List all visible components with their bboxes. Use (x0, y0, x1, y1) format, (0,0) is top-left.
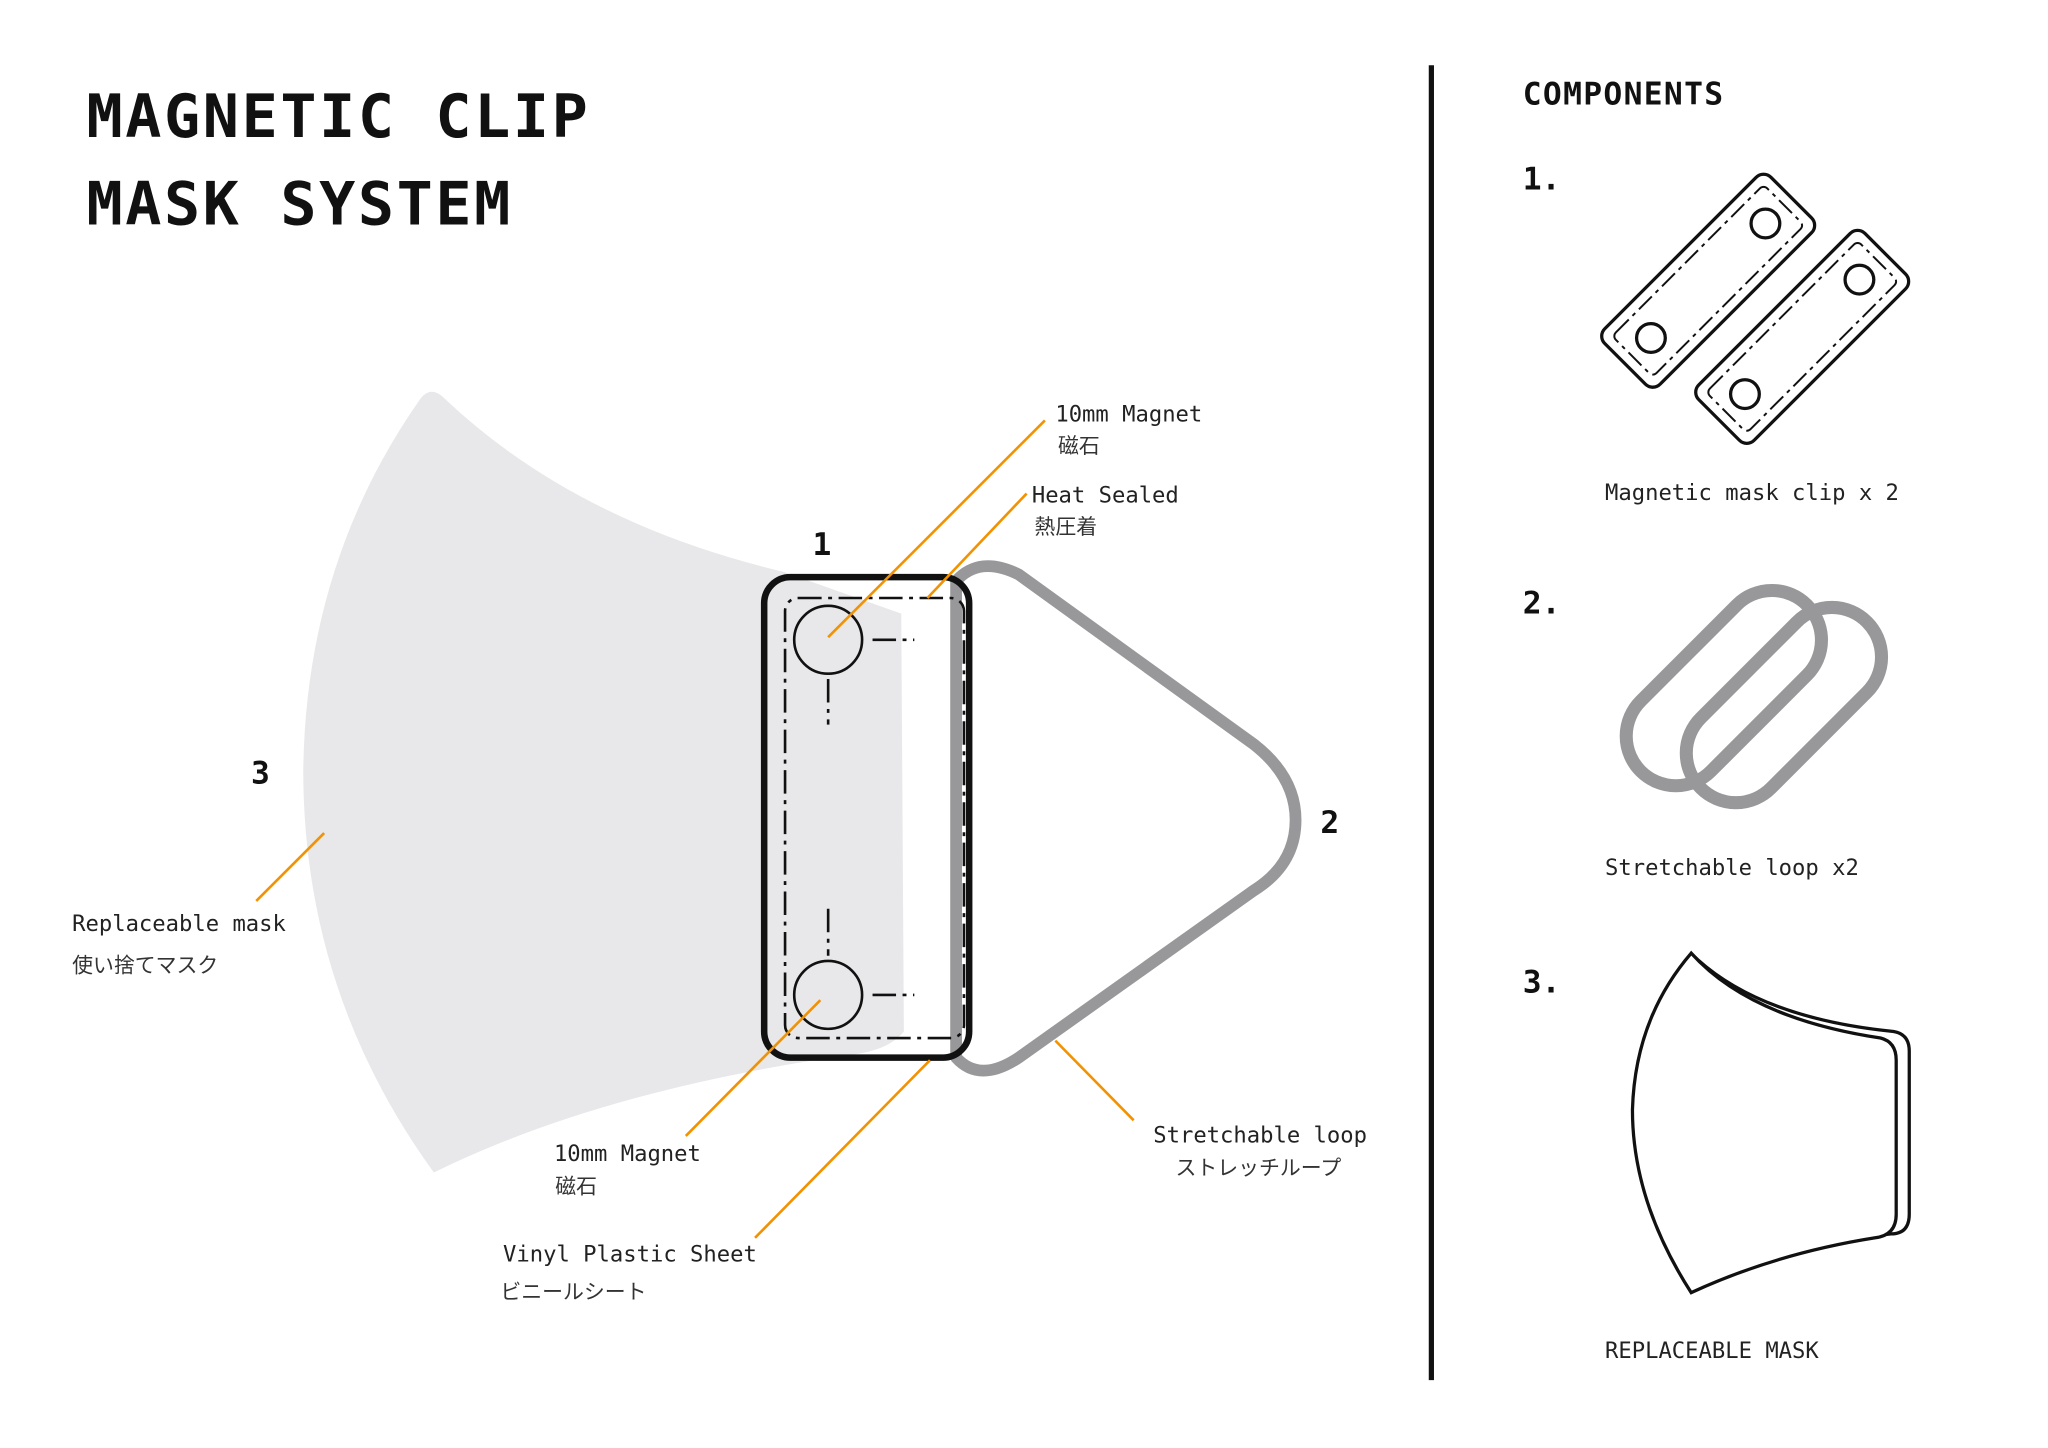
mask-icon (1630, 950, 1911, 1295)
leader-lines (255, 419, 1135, 1239)
heat-seal-line (783, 596, 966, 1040)
magnet-top (792, 604, 864, 676)
magnet-centerlines (826, 638, 915, 997)
stretchable-loop (950, 560, 1302, 1077)
label-mask: Replaceable mask (72, 911, 286, 937)
magnet-bottom (792, 959, 864, 1031)
label-magnet-bottom-jp: 磁石 (555, 1174, 597, 1198)
label-loop-jp: ストレッチループ (1175, 1156, 1341, 1180)
clip-icon (1600, 172, 1911, 445)
marker-3: 3 (251, 755, 270, 791)
mask-shape (303, 391, 904, 1173)
label-loop: Stretchable loop (1153, 1122, 1367, 1148)
clip-body (760, 573, 973, 1061)
label-vinyl: Vinyl Plastic Sheet (503, 1241, 757, 1267)
title-line-2: MASK SYSTEM (87, 170, 513, 240)
component-2-num: 2. (1523, 586, 1561, 622)
component-3-label: REPLACEABLE MASK (1605, 1338, 1819, 1364)
label-heat-sealed-jp: 熱圧着 (1034, 515, 1097, 539)
label-vinyl-jp: ビニールシート (500, 1280, 646, 1304)
component-1-label: Magnetic mask clip x 2 (1605, 480, 1899, 506)
component-2-label: Stretchable loop x2 (1605, 855, 1859, 881)
label-magnet-top: 10mm Magnet (1055, 402, 1202, 428)
loop-icon (1619, 583, 1889, 810)
label-magnet-top-jp: 磁石 (1058, 434, 1100, 458)
components-heading: COMPONENTS (1523, 76, 1725, 112)
label-magnet-bottom: 10mm Magnet (554, 1141, 701, 1167)
component-3-num: 3. (1523, 964, 1561, 1000)
label-heat-sealed: Heat Sealed (1032, 483, 1179, 509)
title-line-1: MAGNETIC CLIP (87, 82, 591, 152)
component-1-num: 1. (1523, 161, 1561, 197)
marker-1: 1 (812, 527, 831, 563)
label-mask-jp: 使い捨てマスク (72, 954, 218, 978)
marker-2: 2 (1320, 805, 1339, 841)
